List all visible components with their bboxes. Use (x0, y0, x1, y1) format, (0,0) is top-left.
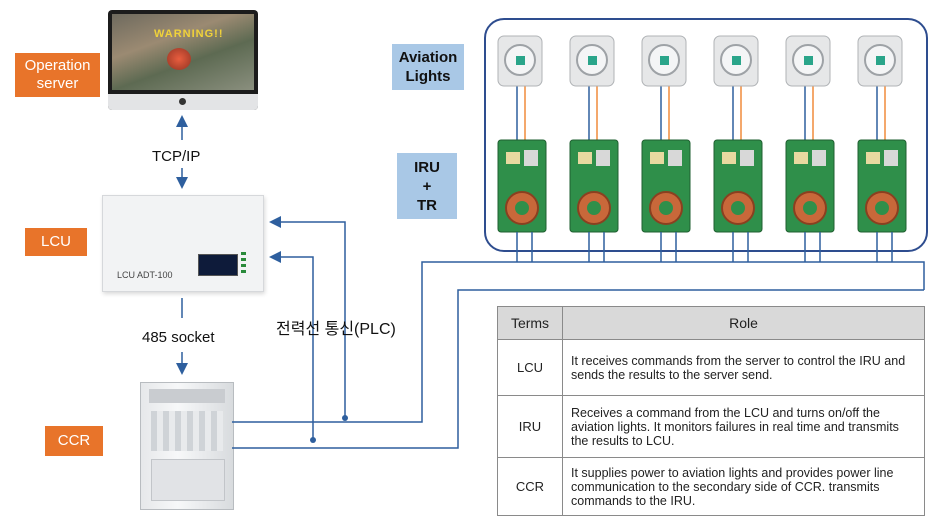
term-cell: LCU (497, 339, 563, 396)
ccr-feeder-upper (232, 261, 925, 423)
role-cell: Receives a command from the LCU and turn… (562, 395, 925, 458)
light-led (804, 56, 813, 65)
light-led (876, 56, 885, 65)
field-unit (497, 35, 547, 262)
lcu-model-text: LCU ADT-100 (117, 270, 173, 280)
lcu-status-leds (241, 252, 246, 274)
plc-line-upper (269, 216, 346, 418)
monitor-camera-dot (179, 98, 186, 105)
board-relay (506, 152, 520, 164)
table-row: IRU Receives a command from the LCU and … (497, 395, 925, 458)
tcp-ip-label: TCP/IP (152, 148, 201, 165)
toroid-core (803, 201, 817, 215)
light-led (588, 56, 597, 65)
light-led (516, 56, 525, 65)
ccr-feeder-lower (232, 289, 924, 449)
field-unit (785, 35, 835, 262)
role-cell: It supplies power to aviation lights and… (562, 457, 925, 516)
light-led (660, 56, 669, 65)
light-led (732, 56, 741, 65)
lcu-display (198, 254, 238, 276)
board-capacitor (812, 150, 826, 166)
field-unit (641, 35, 691, 262)
plc-node-upper (342, 415, 348, 421)
ccr-label: CCR (45, 426, 103, 456)
field-unit (857, 35, 907, 262)
terms-table: Terms Role LCU It receives commands from… (497, 306, 925, 516)
plc-line-lower (269, 251, 314, 440)
board-capacitor (596, 150, 610, 166)
iru-tr-label: IRU + TR (397, 153, 457, 219)
monitor-chin (108, 94, 258, 110)
ccr-vent-grille (151, 411, 223, 451)
operation-server-monitor: WARNING!! (108, 10, 258, 110)
board-relay (866, 152, 880, 164)
field-unit (569, 35, 619, 262)
board-capacitor (524, 150, 538, 166)
lcu-label: LCU (25, 228, 87, 256)
toroid-core (587, 201, 601, 215)
table-row: LCU It receives commands from the server… (497, 339, 925, 396)
board-capacitor (740, 150, 754, 166)
operation-server-label: Operation server (15, 53, 100, 97)
term-cell: IRU (497, 395, 563, 458)
socket-485-label: 485 socket (142, 329, 215, 346)
toroid-core (731, 201, 745, 215)
terms-header: Terms (497, 306, 563, 340)
plc-label: 전력선 통신(PLC) (276, 321, 396, 338)
board-relay (794, 152, 808, 164)
field-unit (713, 35, 763, 262)
board-capacitor (668, 150, 682, 166)
lcu-device: LCU ADT-100 (102, 195, 264, 292)
term-cell: CCR (497, 457, 563, 516)
ccr-top-panel (149, 389, 225, 403)
field-units-frame (484, 18, 928, 252)
role-header: Role (562, 306, 925, 340)
aviation-lights-label: Aviation Lights (392, 44, 464, 90)
table-row: CCR It supplies power to aviation lights… (497, 457, 925, 516)
monitor-screen: WARNING!! (112, 14, 254, 90)
board-relay (650, 152, 664, 164)
ccr-lower-panel (151, 459, 225, 501)
toroid-core (515, 201, 529, 215)
toroid-core (659, 201, 673, 215)
toroid-core (875, 201, 889, 215)
plc-node-lower (310, 437, 316, 443)
board-relay (578, 152, 592, 164)
board-relay (722, 152, 736, 164)
alert-marker (167, 48, 191, 70)
warning-text: WARNING!! (154, 28, 224, 40)
ccr-cabinet (140, 382, 234, 510)
board-capacitor (884, 150, 898, 166)
table-header-row: Terms Role (497, 306, 925, 340)
role-cell: It receives commands from the server to … (562, 339, 925, 396)
field-units-layer (497, 35, 907, 262)
